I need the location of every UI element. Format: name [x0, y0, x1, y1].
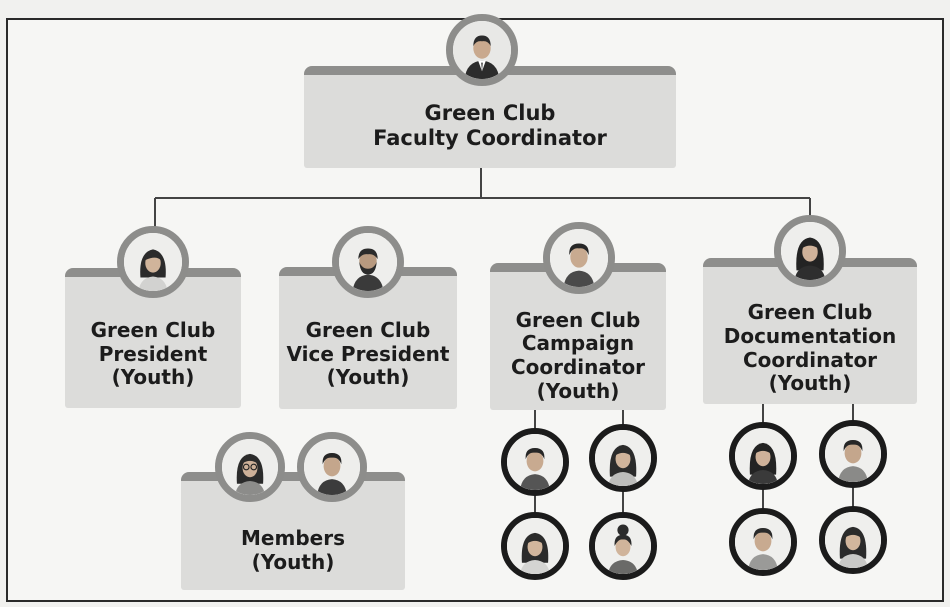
man-icon	[501, 428, 569, 496]
vice-president-line3: (Youth)	[326, 365, 410, 390]
campaign-line1: Green Club	[515, 307, 641, 332]
president-line2: President	[98, 341, 208, 366]
vice-president-line1: Green Club	[305, 318, 431, 343]
man-icon	[543, 222, 615, 294]
members-line2: (Youth)	[251, 549, 335, 574]
man-icon	[297, 432, 367, 502]
woman-icon	[117, 226, 189, 298]
man-icon	[819, 420, 887, 488]
faculty-coordinator-line1: Green Club	[424, 100, 556, 125]
woman-icon	[729, 422, 797, 490]
woman-icon	[501, 512, 569, 580]
campaign-line3: Coordinator	[510, 355, 646, 379]
woman-icon	[819, 506, 887, 574]
man-suit-icon	[446, 14, 518, 86]
members-line1: Members	[241, 525, 345, 550]
man-icon	[729, 508, 797, 576]
campaign-line2: Campaign	[521, 331, 635, 356]
members-box: Members (Youth)	[181, 472, 405, 590]
president-line3: (Youth)	[111, 365, 195, 390]
woman-icon	[774, 215, 846, 287]
woman-bun-icon	[589, 512, 657, 580]
documentation-line1: Green Club	[747, 300, 873, 325]
bearded-man-icon	[332, 226, 404, 298]
documentation-line3: Coordinator	[742, 347, 878, 372]
campaign-line4: (Youth)	[536, 378, 620, 403]
faculty-coordinator-line2: Faculty Coordinator	[373, 125, 607, 150]
woman-icon	[589, 424, 657, 492]
documentation-line4: (Youth)	[768, 371, 852, 396]
president-line1: Green Club	[90, 318, 216, 343]
documentation-line2: Documentation	[723, 323, 897, 348]
vice-president-line2: Vice President	[286, 341, 450, 366]
woman-glasses-icon	[215, 432, 285, 502]
